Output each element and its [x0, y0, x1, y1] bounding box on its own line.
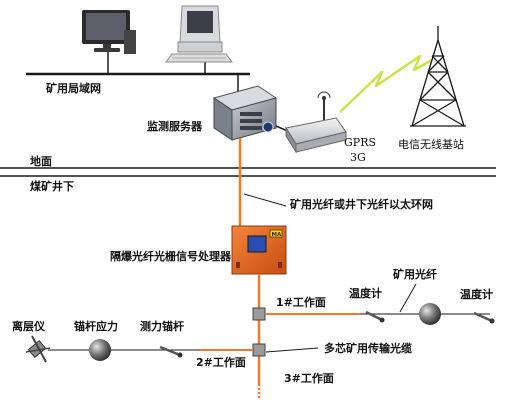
dynamometric-bolt-icon	[159, 345, 183, 358]
thermometer-1-icon	[365, 310, 385, 323]
mine-fiber-label: 矿用光纤	[393, 267, 437, 281]
thermometer-2-icon	[473, 311, 495, 324]
monitor-server-label: 监测服务器	[147, 119, 203, 133]
telecom-station-label: 电信无线基站	[398, 137, 464, 151]
fiber-network-label: 矿用光纤或井下光纤以太环网	[290, 197, 433, 211]
thermometer-1-label: 温度计	[349, 286, 382, 300]
ground-label: 地面	[30, 154, 52, 168]
fiber-junction-ball-right-icon	[419, 303, 441, 325]
splice-box-2	[252, 343, 266, 357]
work-face-3-label: 3#工作面	[284, 371, 334, 385]
separation-meter-label: 离层仪	[12, 319, 46, 333]
underground-label: 煤矿井下	[30, 179, 74, 193]
lan-computer-right-icon	[165, 5, 233, 63]
mine-fiber-leader	[399, 283, 417, 313]
monitor-server-icon	[212, 85, 278, 141]
gprs-label: GPRS	[344, 136, 376, 149]
wireless-link-lightning-icon	[339, 54, 433, 113]
multicore-cable-leader	[265, 347, 319, 353]
bolt-stress-ball-icon	[89, 339, 111, 361]
svg-text:MA: MA	[272, 232, 282, 238]
separation-meter-icon	[25, 335, 51, 363]
telecom-tower-icon	[410, 26, 466, 127]
lan-computer-left-icon	[82, 10, 136, 54]
thermometer-2-label: 温度计	[460, 287, 493, 301]
fiber-annotation-leader	[243, 193, 287, 207]
work-face-1-label: 1#工作面	[276, 295, 326, 309]
splice-box-1	[252, 307, 266, 321]
work-face-2-label: 2#工作面	[196, 355, 246, 369]
mine-lan-label: 矿用局域网	[46, 81, 101, 95]
dynamometric-bolt-label: 测力锚杆	[140, 319, 184, 333]
gprs-router-icon	[285, 91, 347, 154]
processor-label: 隔爆光纤光栅信号处理器	[110, 249, 232, 263]
multicore-cable-label: 多芯矿用传输光缆	[324, 341, 412, 355]
fbg-processor-box-icon: MA	[231, 225, 287, 275]
gprs-3g-label: 3G	[350, 151, 366, 164]
bolt-stress-label: 锚杆应力	[74, 319, 118, 333]
